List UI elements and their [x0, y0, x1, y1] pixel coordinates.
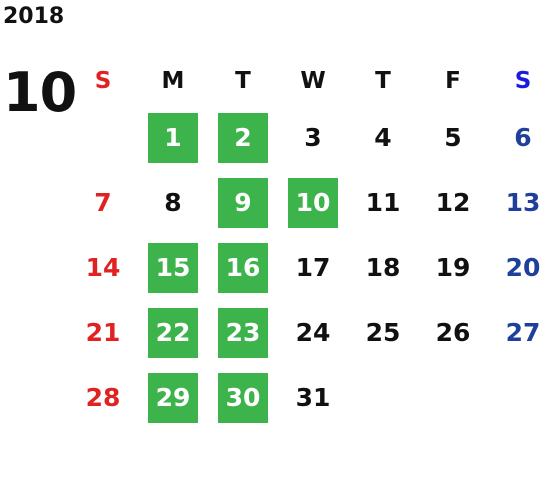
day-cell: 17	[278, 235, 348, 300]
weekday-header-tue: T	[235, 68, 251, 94]
day-cell: 10	[278, 170, 348, 235]
day-cell: 25	[348, 300, 418, 365]
day-number: 26	[435, 318, 471, 347]
day-cell: 3	[278, 105, 348, 170]
day-cell: 24	[278, 300, 348, 365]
day-cell: 8	[138, 170, 208, 235]
day-number: 7	[94, 188, 112, 217]
day-number: 12	[435, 188, 471, 217]
day-cell: 26	[418, 300, 488, 365]
calendar-grid: S M T W T F S 1 2 3 4 5 6 7 8 9 10 11 12…	[68, 57, 548, 430]
day-number-highlighted: 10	[288, 177, 338, 228]
weekday-header-sat: S	[514, 68, 532, 94]
month-number: 10	[3, 61, 77, 124]
day-number	[498, 373, 548, 423]
day-cell: 15	[138, 235, 208, 300]
day-cell: 6	[488, 105, 548, 170]
weekday-header-mon: M	[161, 68, 185, 94]
day-cell: 20	[488, 235, 548, 300]
day-cell: 23	[208, 300, 278, 365]
day-cell: 21	[68, 300, 138, 365]
day-cell: 18	[348, 235, 418, 300]
day-number: 4	[374, 123, 392, 152]
weekday-header-thu: T	[375, 68, 391, 94]
day-number	[358, 373, 408, 423]
day-cell: 9	[208, 170, 278, 235]
day-cell: 22	[138, 300, 208, 365]
day-number: 11	[365, 188, 401, 217]
day-number: 20	[505, 253, 541, 282]
day-number-highlighted: 2	[218, 112, 268, 163]
day-cell: 31	[278, 365, 348, 430]
day-number: 25	[365, 318, 401, 347]
day-number-highlighted: 15	[148, 242, 198, 293]
day-number: 28	[85, 383, 121, 412]
day-number-highlighted: 22	[148, 307, 198, 358]
day-number: 13	[505, 188, 541, 217]
day-number-highlighted: 30	[218, 372, 268, 423]
day-cell: 5	[418, 105, 488, 170]
day-number: 6	[514, 123, 532, 152]
day-cell: 2	[208, 105, 278, 170]
day-cell: 4	[348, 105, 418, 170]
day-cell	[488, 365, 548, 430]
day-number	[428, 373, 478, 423]
day-number: 24	[295, 318, 331, 347]
day-number-highlighted: 9	[218, 177, 268, 228]
day-cell: 19	[418, 235, 488, 300]
day-cell	[68, 105, 138, 170]
day-number: 8	[164, 188, 182, 217]
weekday-header-sun: S	[94, 68, 112, 94]
day-number: 27	[505, 318, 541, 347]
day-number: 19	[435, 253, 471, 282]
weekday-header-wed: W	[300, 68, 326, 94]
day-number: 3	[304, 123, 322, 152]
weekday-header-fri: F	[445, 68, 461, 94]
day-number: 18	[365, 253, 401, 282]
day-cell	[418, 365, 488, 430]
day-number-highlighted: 23	[218, 307, 268, 358]
day-number: 14	[85, 253, 121, 282]
day-cell: 14	[68, 235, 138, 300]
day-number-highlighted: 16	[218, 242, 268, 293]
day-cell: 30	[208, 365, 278, 430]
day-number-highlighted: 1	[148, 112, 198, 163]
day-cell: 13	[488, 170, 548, 235]
day-number: 5	[444, 123, 462, 152]
day-number: 21	[85, 318, 121, 347]
day-number	[78, 113, 128, 163]
day-cell: 12	[418, 170, 488, 235]
day-cell: 27	[488, 300, 548, 365]
day-number: 31	[295, 383, 331, 412]
day-number: 17	[295, 253, 331, 282]
day-cell: 28	[68, 365, 138, 430]
day-cell: 7	[68, 170, 138, 235]
day-cell: 16	[208, 235, 278, 300]
day-cell: 29	[138, 365, 208, 430]
day-number-highlighted: 29	[148, 372, 198, 423]
year-label: 2018	[3, 4, 65, 29]
day-cell: 11	[348, 170, 418, 235]
day-cell: 1	[138, 105, 208, 170]
day-cell	[348, 365, 418, 430]
